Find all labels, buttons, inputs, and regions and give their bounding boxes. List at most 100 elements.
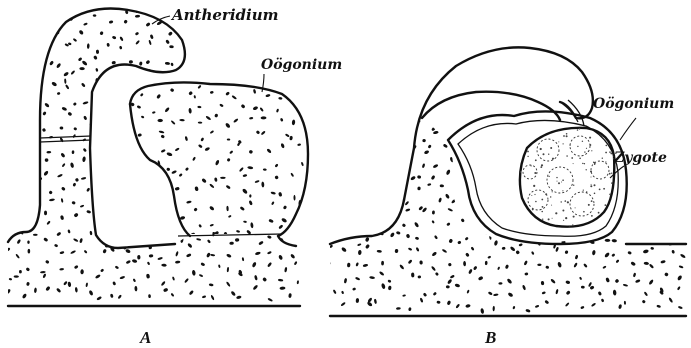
cytoplasm-granule (210, 295, 215, 301)
cytoplasm-granule (51, 81, 57, 87)
cytoplasm-granule (141, 110, 145, 114)
cytoplasm-granule (63, 71, 69, 77)
cytoplasm-granule (186, 253, 192, 258)
cytoplasm-granule (14, 96, 18, 100)
cytoplasm-granule (164, 205, 167, 209)
cytoplasm-granule (510, 108, 513, 112)
cytoplasm-granule (193, 75, 197, 79)
cytoplasm-granule (351, 197, 356, 202)
cytoplasm-granule (656, 304, 661, 308)
cytoplasm-granule (159, 130, 165, 134)
zygote-speckle (540, 148, 542, 150)
cytoplasm-granule (422, 163, 426, 168)
cytoplasm-granule (565, 250, 569, 254)
cytoplasm-granule (212, 196, 218, 202)
zygote-speckle (599, 189, 601, 191)
cytoplasm-granule (198, 121, 203, 123)
cytoplasm-granule (184, 278, 189, 283)
cytoplasm-granule (15, 193, 18, 198)
cytoplasm-granule (259, 107, 263, 112)
cytoplasm-granule (591, 302, 596, 307)
cytoplasm-granule (551, 211, 556, 217)
cytoplasm-granule (175, 88, 180, 94)
cytoplasm-granule (432, 210, 435, 214)
cytoplasm-granule (135, 32, 139, 36)
cytoplasm-granule (278, 192, 282, 197)
zygote-speckle (565, 200, 567, 202)
zygote-speckle (540, 225, 542, 227)
cytoplasm-granule (247, 166, 253, 170)
cytoplasm-granule (371, 225, 375, 230)
cytoplasm-granule (86, 210, 91, 214)
cytoplasm-granule (349, 215, 354, 220)
zygote-speckle (542, 206, 544, 208)
cytoplasm-granule (225, 91, 230, 96)
cytoplasm-granule (526, 172, 530, 177)
cytoplasm-granule (66, 4, 69, 8)
cytoplasm-granule (170, 111, 175, 114)
cytoplasm-granule (15, 31, 19, 34)
cytoplasm-granule (493, 197, 496, 201)
cytoplasm-granule (95, 274, 101, 279)
cytoplasm-granule (464, 210, 469, 214)
cytoplasm-granule (265, 196, 268, 200)
cytoplasm-granule (623, 284, 628, 287)
cytoplasm-granule (106, 43, 110, 47)
cytoplasm-granule (0, 267, 4, 271)
cytoplasm-granule (379, 271, 385, 276)
cytoplasm-granule (168, 219, 174, 222)
cytoplasm-granule (31, 15, 36, 20)
cytoplasm-granule (623, 138, 627, 143)
cytoplasm-granule (669, 115, 672, 119)
cytoplasm-granule (512, 306, 515, 310)
cytoplasm-granule (141, 115, 145, 118)
cytoplasm-granule (9, 278, 13, 281)
cytoplasm-granule (67, 229, 70, 233)
zygote-speckle (566, 155, 568, 157)
cytoplasm-granule (252, 284, 258, 290)
cytoplasm-granule (333, 289, 337, 294)
cytoplasm-granule (289, 89, 293, 94)
cytoplasm-granule (433, 292, 437, 296)
cytoplasm-granule (124, 112, 128, 116)
cytoplasm-granule (133, 164, 137, 169)
zygote-speckle (566, 133, 568, 135)
zygote-speckle (571, 157, 573, 159)
cytoplasm-granule (675, 183, 681, 189)
cytoplasm-granule (490, 225, 496, 230)
cytoplasm-granule (220, 32, 222, 37)
cytoplasm-granule (46, 220, 51, 225)
cytoplasm-granule (279, 178, 284, 183)
cytoplasm-granule (123, 156, 128, 161)
cytoplasm-granule (552, 175, 556, 179)
zygote-speckle (550, 196, 551, 197)
cytoplasm-granule (57, 92, 61, 95)
cytoplasm-granule (496, 138, 500, 142)
cytoplasm-granule (392, 131, 396, 135)
cytoplasm-granule (597, 223, 602, 228)
cytoplasm-granule (648, 237, 652, 241)
cytoplasm-granule (214, 183, 218, 189)
cytoplasm-granule (83, 115, 87, 120)
cytoplasm-granule (678, 149, 681, 153)
cytoplasm-granule (135, 193, 139, 197)
cytoplasm-granule (227, 267, 230, 272)
cytoplasm-granule (395, 249, 399, 253)
zygote-vacuole (570, 192, 594, 216)
cytoplasm-granule (172, 214, 176, 219)
cytoplasm-granule (134, 286, 137, 292)
cytoplasm-granule (518, 243, 522, 247)
zygote-speckle (594, 164, 595, 165)
cytoplasm-granule (23, 133, 27, 137)
cytoplasm-granule (339, 182, 344, 186)
cytoplasm-granule (518, 222, 522, 228)
cytoplasm-granule (45, 260, 50, 265)
zygote-speckle (563, 135, 565, 137)
cytoplasm-granule (180, 237, 184, 243)
cytoplasm-granule (107, 144, 112, 149)
cytoplasm-granule (30, 3, 32, 8)
cytoplasm-granule (468, 269, 473, 275)
cytoplasm-granule (80, 204, 85, 207)
cytoplasm-granule (677, 216, 681, 220)
cytoplasm-granule (210, 91, 214, 94)
